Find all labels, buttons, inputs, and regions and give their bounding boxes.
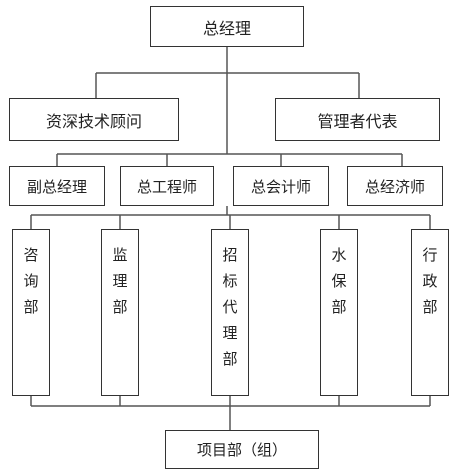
char: 政 bbox=[422, 272, 438, 290]
node-label: 项目部（组） bbox=[196, 441, 287, 459]
node-deputy-general-manager: 副总经理 bbox=[9, 166, 105, 206]
char: 询 bbox=[23, 272, 39, 290]
node-label: 总经济师 bbox=[364, 177, 425, 196]
char: 招 bbox=[222, 246, 238, 264]
char: 监 bbox=[112, 246, 128, 264]
node-project-department: 项目部（组） bbox=[165, 430, 319, 469]
char: 代 bbox=[222, 298, 238, 316]
char: 保 bbox=[331, 272, 347, 290]
char: 咨 bbox=[23, 246, 39, 264]
char: 行 bbox=[422, 246, 438, 264]
node-chief-accountant: 总会计师 bbox=[233, 166, 329, 206]
node-label: 总工程师 bbox=[136, 177, 197, 196]
char: 部 bbox=[222, 350, 238, 368]
node-consulting-dept: 咨询部 bbox=[12, 229, 50, 396]
node-administration-dept: 行政部 bbox=[411, 229, 449, 396]
node-label: 管理者代表 bbox=[317, 111, 398, 131]
char: 理 bbox=[112, 272, 128, 290]
node-senior-technical-advisor: 资深技术顾问 bbox=[9, 98, 179, 141]
char: 部 bbox=[422, 298, 438, 316]
char: 部 bbox=[112, 298, 128, 316]
node-chief-economist: 总经济师 bbox=[347, 166, 443, 206]
node-chief-engineer: 总工程师 bbox=[120, 166, 214, 206]
char: 部 bbox=[23, 298, 39, 316]
char: 理 bbox=[222, 324, 238, 342]
node-label: 总经理 bbox=[202, 18, 251, 38]
node-general-manager: 总经理 bbox=[150, 6, 304, 47]
node-label: 资深技术顾问 bbox=[45, 111, 142, 131]
char: 标 bbox=[222, 272, 238, 290]
node-label: 总会计师 bbox=[250, 177, 311, 196]
char: 部 bbox=[331, 298, 347, 316]
node-label: 副总经理 bbox=[26, 177, 87, 196]
node-water-conservation-dept: 水保部 bbox=[320, 229, 358, 396]
node-supervision-dept: 监理部 bbox=[101, 229, 139, 396]
char: 水 bbox=[331, 246, 347, 264]
node-tender-agency-dept: 招标代理部 bbox=[211, 229, 249, 396]
node-management-representative: 管理者代表 bbox=[275, 98, 440, 141]
